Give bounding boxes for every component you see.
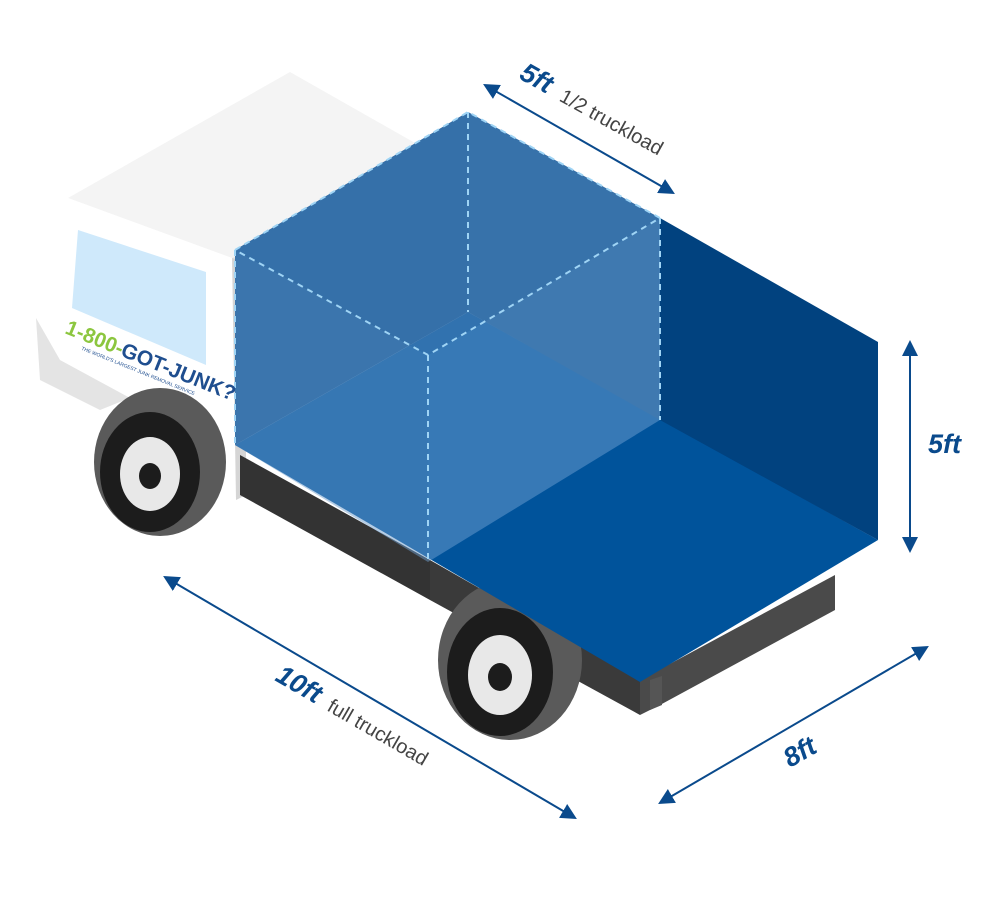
height-value: 5ft — [928, 429, 962, 459]
width-arrow — [658, 645, 929, 805]
half-depth-value: 5ft — [515, 57, 559, 100]
half-depth-arrow — [483, 84, 675, 194]
width-value: 8ft — [778, 730, 822, 773]
dimension-height: 5ft — [902, 340, 962, 553]
full-length-label: full truckload — [323, 695, 431, 770]
half-depth-label: 1/2 truckload — [556, 85, 667, 160]
bed-right-wall — [660, 218, 878, 540]
full-length-arrow — [163, 575, 577, 820]
cab-window — [72, 230, 206, 365]
full-length-value: 10ft — [271, 659, 328, 709]
front-wheel — [94, 388, 226, 536]
